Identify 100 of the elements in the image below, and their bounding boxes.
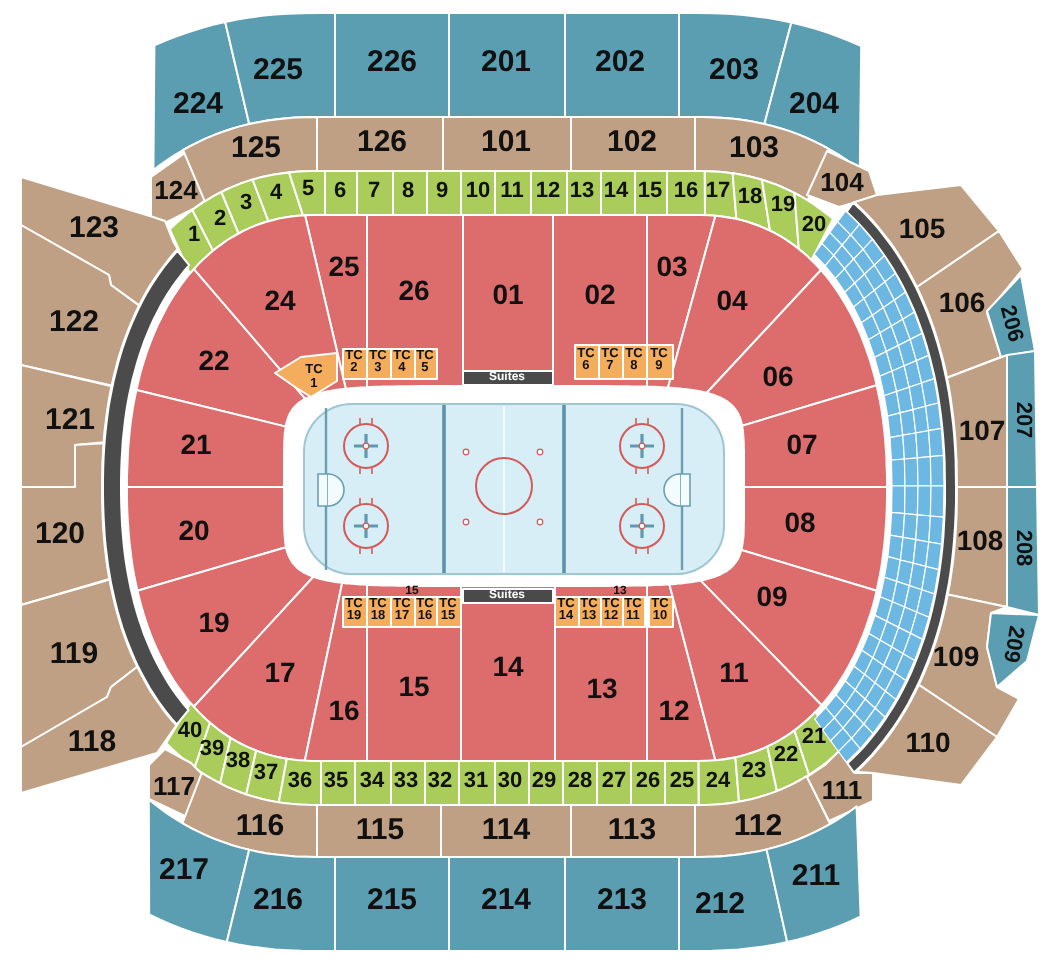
section-number: 107 — [958, 416, 1006, 444]
seating-section — [455, 759, 495, 805]
section-number: 216 — [252, 885, 304, 915]
seating-section — [599, 169, 635, 215]
seating-section — [853, 681, 997, 785]
seating-section — [645, 343, 673, 379]
section-number: 36 — [287, 771, 313, 793]
seating-section — [985, 611, 1039, 687]
section-number: 5 — [301, 179, 315, 201]
section-number: 8 — [401, 181, 415, 203]
section-number: 9 — [435, 181, 449, 203]
section-number: 208 — [1011, 529, 1033, 567]
section-number: 35 — [323, 771, 349, 793]
section-number: 119 — [49, 639, 99, 669]
section-number: 24 — [705, 771, 731, 793]
section-number: 17 — [264, 658, 296, 686]
section-number: 211 — [791, 861, 841, 891]
seating-section — [525, 759, 563, 805]
seating-section — [445, 11, 567, 117]
seating-section — [125, 387, 287, 489]
section-number: 108 — [956, 526, 1004, 554]
seating-section — [317, 759, 355, 805]
section-number: 125 — [230, 133, 282, 163]
seating-section — [565, 169, 601, 215]
seating-section — [597, 343, 623, 379]
section-number: 26 — [635, 771, 661, 793]
seating-section — [19, 439, 111, 605]
seating-section — [365, 581, 461, 761]
seating-section — [1005, 485, 1039, 615]
suites-bar — [461, 587, 553, 603]
section-number: 18 — [737, 187, 763, 209]
section-number: 102 — [606, 127, 658, 157]
seating-section — [1005, 349, 1037, 487]
section-number: 06 — [762, 362, 794, 390]
section-number: 110 — [905, 728, 951, 756]
section-number: 09 — [756, 582, 788, 610]
section-number: 6 — [333, 181, 347, 203]
section-number: 33 — [393, 771, 419, 793]
seating-section — [19, 363, 115, 487]
section-number: 116 — [235, 811, 285, 841]
section-number: 12 — [658, 696, 690, 724]
section-number: 21 — [180, 430, 212, 458]
section-number: 29 — [531, 771, 557, 793]
seating-section — [125, 485, 287, 591]
seating-section — [323, 169, 359, 215]
seating-section — [493, 169, 533, 215]
seating-section — [661, 757, 699, 805]
section-number: 120 — [34, 519, 86, 549]
section-number: 117 — [153, 773, 195, 799]
section-number: 26 — [398, 276, 430, 304]
section-number: 202 — [594, 47, 646, 77]
section-number: 206 — [994, 303, 1026, 345]
section-number: 20 — [801, 215, 827, 237]
section-number: 225 — [252, 55, 304, 85]
seating-section — [633, 169, 667, 215]
section-number: 14 — [492, 652, 524, 680]
seating-section — [355, 169, 395, 215]
seating-section — [333, 11, 449, 117]
section-number: 07 — [786, 430, 818, 458]
section-number: 10 — [465, 181, 491, 203]
section-number: 224 — [172, 89, 224, 119]
seating-section — [553, 583, 647, 761]
section-number: 105 — [898, 214, 946, 242]
seating-section — [663, 169, 705, 217]
section-number: 112 — [733, 811, 783, 841]
section-number: 213 — [596, 885, 648, 915]
seating-section — [529, 169, 567, 215]
section-number: 207 — [1011, 401, 1033, 439]
section-number: 111 — [821, 777, 863, 803]
section-number: 126 — [356, 127, 408, 157]
section-number: 209 — [998, 624, 1026, 664]
section-number: 214 — [480, 885, 532, 915]
seating-section — [569, 803, 697, 857]
section-number: 20 — [178, 516, 210, 544]
section-number: 15 — [637, 181, 663, 203]
seating-section — [441, 115, 571, 171]
section-number: 204 — [788, 89, 840, 119]
section-number: 203 — [708, 55, 760, 85]
section-number: 37 — [253, 763, 279, 785]
seating-section — [223, 847, 335, 951]
section-number: 28 — [567, 771, 593, 793]
section-number: 11 — [500, 181, 524, 203]
seating-section — [459, 169, 497, 215]
seating-section — [621, 343, 647, 379]
section-number: 217 — [158, 855, 210, 885]
section-number: 12 — [535, 181, 561, 203]
section-number: 3 — [239, 193, 253, 215]
seating-section — [421, 759, 459, 805]
section-number: 201 — [480, 47, 532, 77]
section-number: 24 — [264, 286, 296, 314]
seating-section — [561, 855, 679, 951]
section-number: 30 — [497, 771, 523, 793]
seating-section — [549, 213, 647, 387]
section-number: 115 — [355, 815, 405, 845]
section-number: 104 — [820, 169, 864, 195]
seating-section — [563, 11, 679, 117]
section-number: 109 — [932, 642, 980, 670]
seating-section — [627, 759, 665, 805]
section-number: 23 — [741, 761, 767, 783]
section-number: 122 — [48, 307, 100, 337]
